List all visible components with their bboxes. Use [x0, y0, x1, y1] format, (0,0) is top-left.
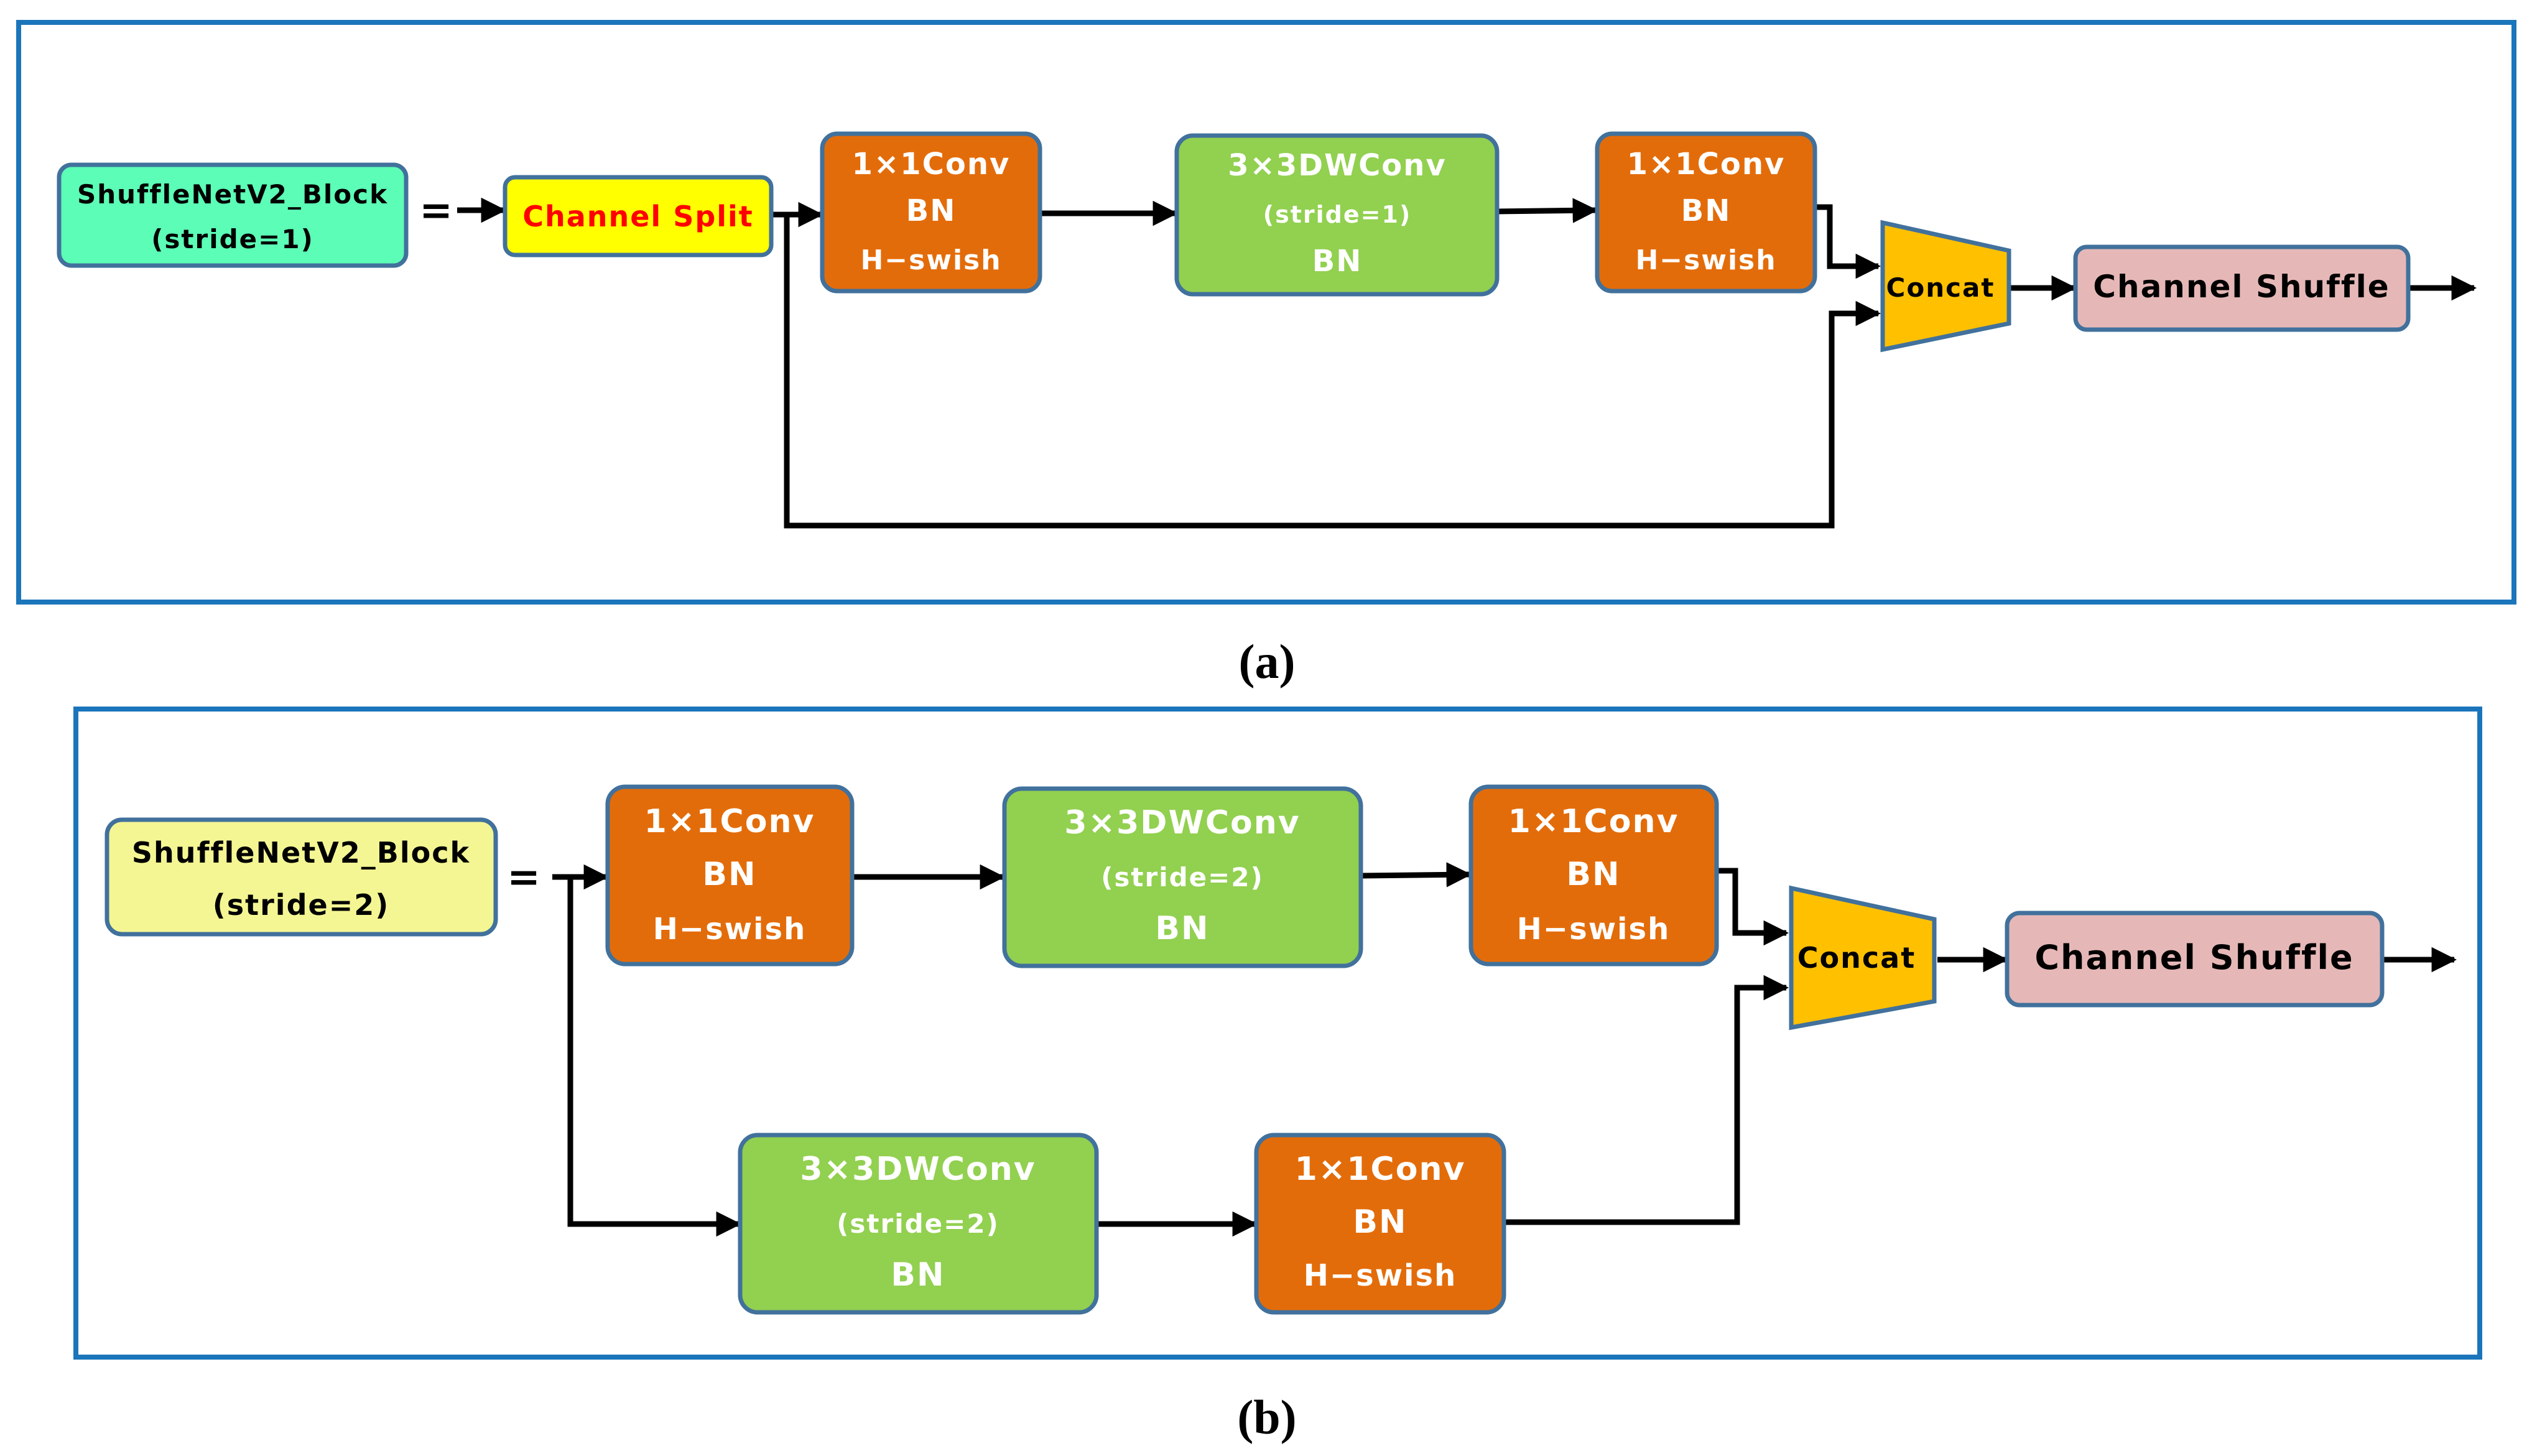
arrow-dwconv-to-conv2: [1497, 198, 1598, 223]
block-node-b: ShuffleNetV2_Block (stride=2): [104, 817, 498, 937]
panel-a-frame: [16, 20, 2516, 605]
dwconv-b-line2: (stride=2): [1101, 862, 1264, 893]
panel-a-connectors: [457, 197, 2477, 529]
arrow-dwconv-to-conv2-b: [1361, 862, 1472, 888]
concat-a-label: Concat: [1886, 272, 1995, 303]
equals-sign-a: =: [419, 188, 454, 234]
caption-b: (b): [1237, 1390, 1296, 1444]
conv2-a-line1: 1×1Conv: [1627, 147, 1786, 182]
block-node-a: ShuffleNetV2_Block (stride=1): [57, 162, 409, 268]
conv1-b-line1: 1×1Conv: [644, 803, 815, 840]
dwconv-low-line1: 3×3DWConv: [800, 1151, 1036, 1188]
conv2-a-line2: BN: [1681, 193, 1732, 228]
conv2-node-b: 1×1Conv BN H−swish: [1468, 784, 1719, 967]
conv2-node-a: 1×1Conv BN H−swish: [1595, 131, 1817, 294]
dwconv-low-line3: BN: [891, 1256, 945, 1294]
conv1-a-line1: 1×1Conv: [852, 147, 1011, 182]
block-a-stride: (stride=1): [151, 224, 314, 254]
dwconv-b-line1: 3×3DWConv: [1064, 804, 1300, 842]
skip-path-to-concat: [784, 215, 1881, 529]
dwconv-a-line3: BN: [1312, 244, 1363, 279]
channel-shuffle-node-b: Channel Shuffle: [2005, 911, 2385, 1008]
panel-b-connectors: [552, 862, 2457, 1237]
equals-sign-b: =: [507, 855, 542, 901]
conv-low-line3: H−swish: [1304, 1258, 1457, 1293]
panel-b: ShuffleNetV2_Block (stride=2) = 1×1Conv …: [73, 707, 2482, 1360]
conv1-b-line3: H−swish: [653, 912, 807, 947]
concat-node-b: Concat: [1789, 885, 1937, 1031]
caption-a: (a): [1239, 634, 1296, 689]
block-b-stride: (stride=2): [213, 888, 390, 922]
conv2-b-line3: H−swish: [1517, 912, 1671, 947]
dwconv-low-line2: (stride=2): [837, 1208, 999, 1239]
conv2-b-line1: 1×1Conv: [1508, 803, 1679, 840]
conv1-node-a: 1×1Conv BN H−swish: [820, 131, 1042, 294]
block-b-title: ShuffleNetV2_Block: [132, 836, 470, 869]
panel-b-frame: [73, 707, 2482, 1360]
dwconv-low-node-b: 3×3DWConv (stride=2) BN: [738, 1133, 1099, 1315]
conv-low-line2: BN: [1353, 1203, 1407, 1241]
dwconv-a-line1: 3×3DWConv: [1228, 148, 1446, 183]
branch-input-to-dwconv-low: [567, 877, 742, 1237]
conv1-a-line3: H−swish: [860, 244, 1001, 276]
dwconv-a-line2: (stride=1): [1263, 201, 1412, 228]
channel-shuffle-b-label: Channel Shuffle: [2034, 938, 2353, 977]
conv1-node-b: 1×1Conv BN H−swish: [605, 784, 855, 967]
dwconv-node-b: 3×3DWConv (stride=2) BN: [1002, 786, 1363, 968]
block-a-title: ShuffleNetV2_Block: [77, 179, 388, 210]
conv2-b-line2: BN: [1566, 856, 1620, 893]
conv1-b-line2: BN: [702, 856, 756, 893]
dwconv-b-line3: BN: [1155, 910, 1209, 947]
conv1-a-line2: BN: [906, 193, 957, 228]
channel-split-node: Channel Split: [503, 175, 774, 257]
conv-low-node-b: 1×1Conv BN H−swish: [1254, 1133, 1506, 1315]
panel-a: ShuffleNetV2_Block (stride=1) = Channel …: [16, 20, 2516, 605]
channel-shuffle-node-a: Channel Shuffle: [2073, 244, 2411, 332]
channel-shuffle-a-label: Channel Shuffle: [2093, 269, 2390, 305]
arrow-conv2-to-concat: [1816, 204, 1881, 279]
dwconv-node-a: 3×3DWConv (stride=1) BN: [1174, 133, 1500, 297]
arrow-conv2-to-concat-b: [1718, 868, 1789, 946]
concat-b-label: Concat: [1797, 941, 1916, 975]
concat-node-a: Concat: [1880, 220, 2011, 353]
channel-split-label: Channel Split: [522, 200, 754, 233]
conv2-a-line3: H−swish: [1635, 244, 1776, 276]
arrow-conv-low-to-concat: [1505, 975, 1789, 1225]
conv-low-line1: 1×1Conv: [1295, 1151, 1466, 1188]
